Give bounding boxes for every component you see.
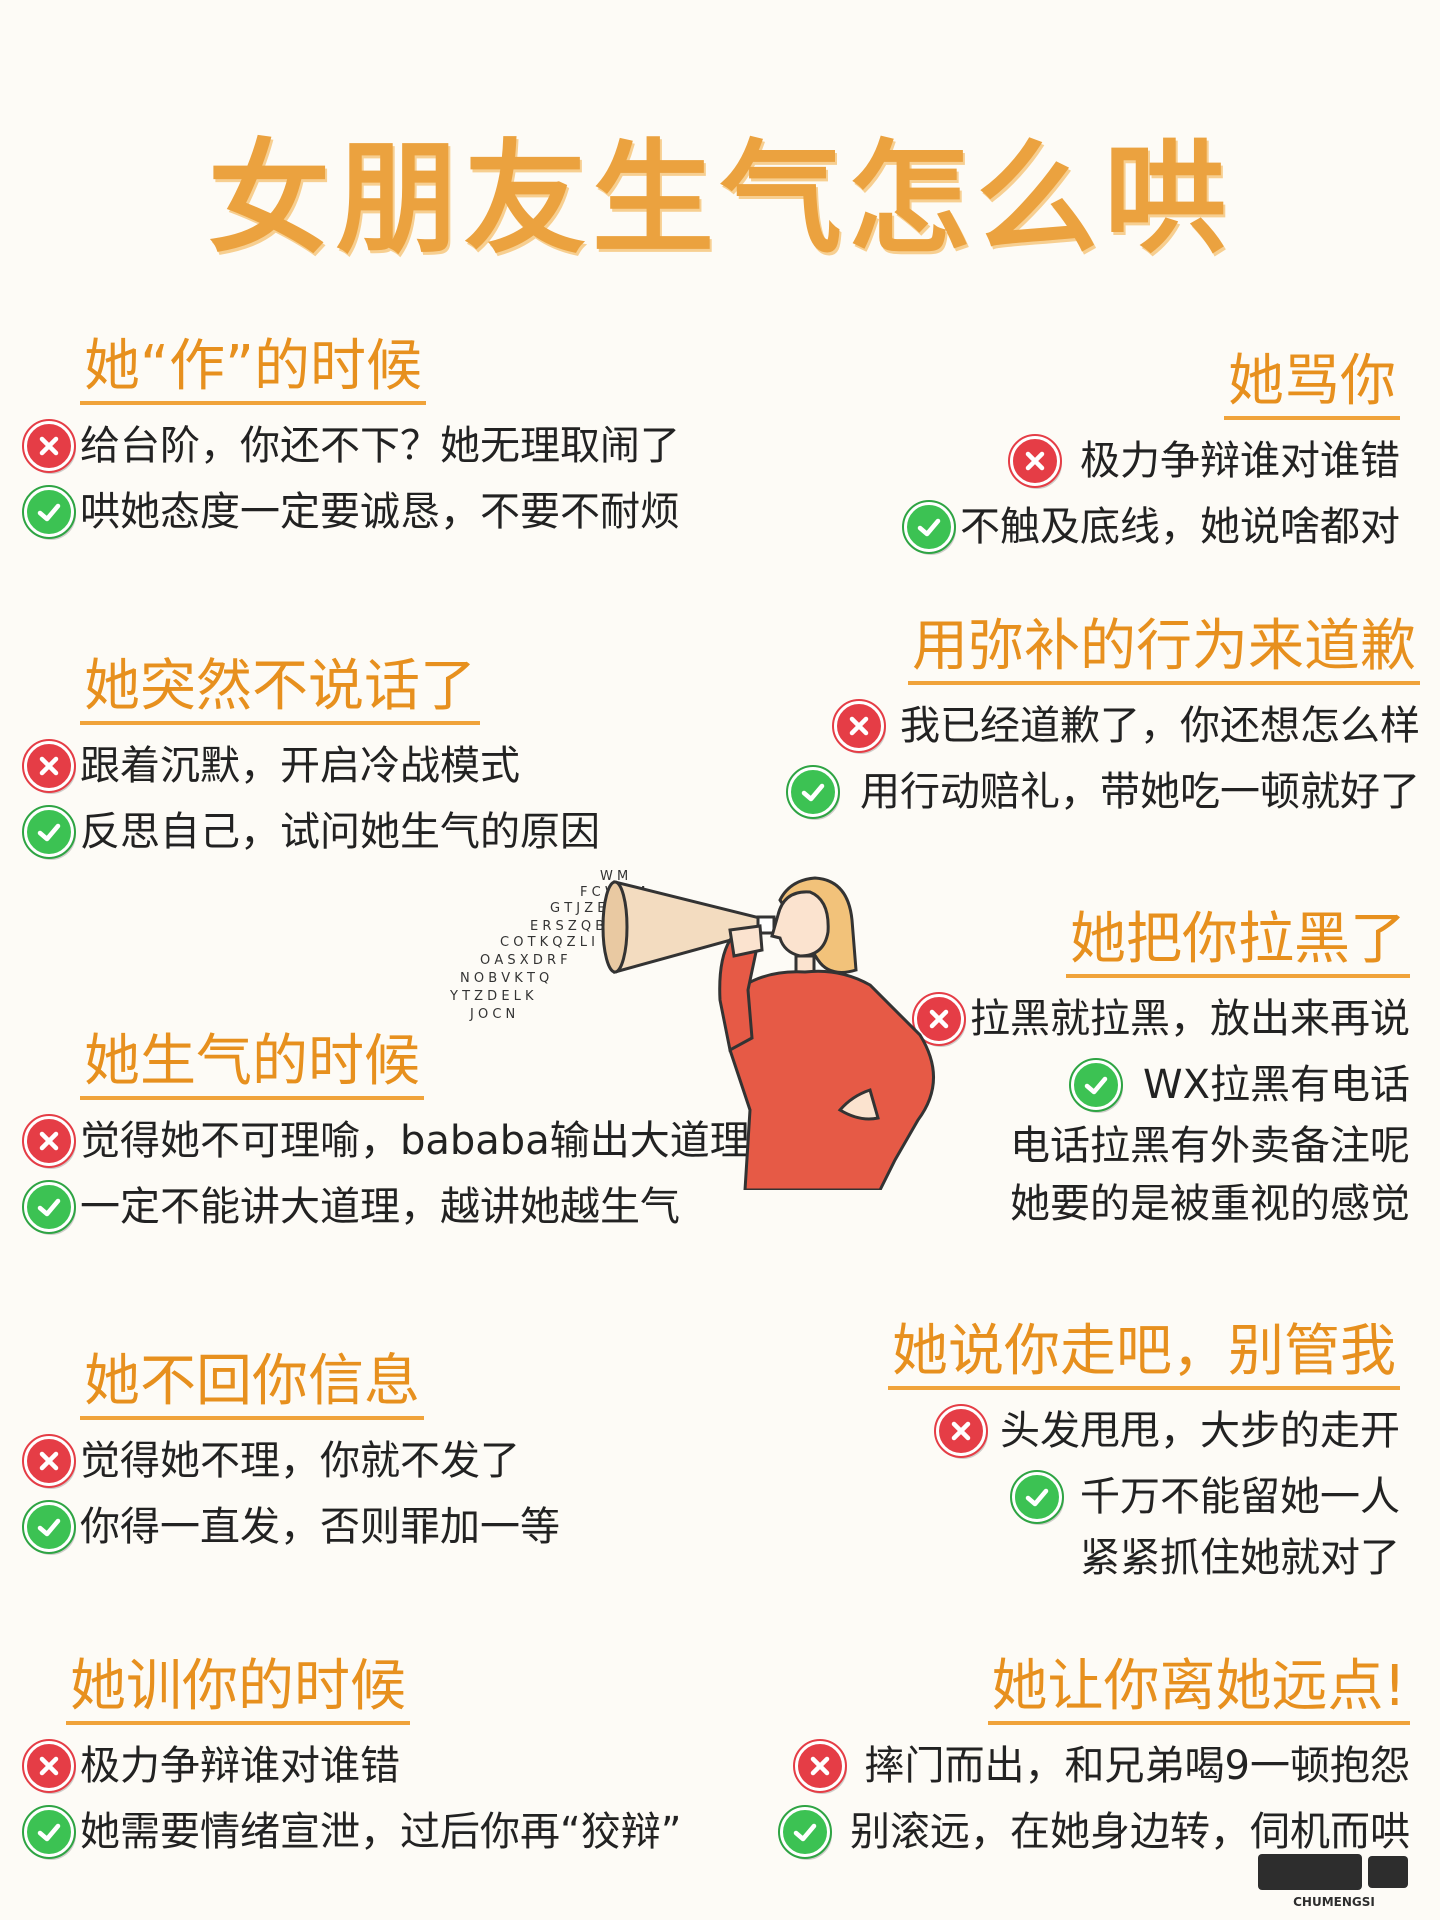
check-circle-icon xyxy=(1069,1058,1124,1113)
section-heading: 她骂你 xyxy=(1224,349,1400,421)
tip-wrong: 极力争辩谁对谁错 xyxy=(904,434,1400,489)
woman-megaphone-illustration: W MF C W S MG T J Z E N M E R S Z Q B YC… xyxy=(449,869,935,1190)
section-heading: 她突然不说话了 xyxy=(80,654,480,726)
section-xun-ni: 她训你的时候 极力争辩谁对谁错 她需要情绪宣泄，过后你再“狡辩” xyxy=(22,1654,681,1860)
svg-text:C O T K Q Z L I: C O T K Q Z L I xyxy=(500,935,595,950)
section-heading: 她说你走吧，别管我 xyxy=(888,1319,1400,1391)
section-heading: 用弥补的行为来道歉 xyxy=(908,614,1420,686)
tip-right: 用行动赔礼，带她吃一顿就好了 xyxy=(786,765,1420,820)
cross-circle-icon xyxy=(832,699,886,754)
watermark-logo: CHUMENGSI xyxy=(1258,1854,1408,1909)
cross-circle-icon xyxy=(22,419,76,474)
tip-right: 她需要情绪宣泄，过后你再“狡辩” xyxy=(22,1805,681,1860)
tip-wrong: 跟着沉默，开启冷战模式 xyxy=(22,739,600,794)
svg-text:Y T Z D E L K: Y T Z D E L K xyxy=(449,989,534,1004)
svg-text:W M: W M xyxy=(600,869,628,884)
check-circle-icon xyxy=(1010,1470,1064,1525)
woman xyxy=(718,876,935,1190)
check-circle-icon xyxy=(902,500,956,555)
cross-circle-icon xyxy=(22,1739,76,1794)
section-shengqi: 她生气的时候 觉得她不可理喻，bababa输出大道理 一定不能讲大道理，越讲她越… xyxy=(22,1029,750,1235)
check-circle-icon xyxy=(22,805,76,860)
section-heading: 她让你离她远点! xyxy=(987,1654,1410,1726)
tip-right: WX拉黑有电话 xyxy=(914,1058,1410,1113)
check-circle-icon xyxy=(22,485,76,540)
tip-right: 千万不能留她一人 xyxy=(888,1470,1400,1525)
check-circle-icon xyxy=(22,1180,76,1235)
tip-right: 不触及底线，她说啥都对 xyxy=(902,500,1400,555)
cross-circle-icon xyxy=(934,1404,988,1459)
cross-circle-icon xyxy=(792,1739,847,1794)
cross-circle-icon xyxy=(22,1114,76,1169)
page-title: 女朋友生气怎么哄 xyxy=(208,128,1232,270)
tip-right: 反思自己，试问她生气的原因 xyxy=(22,805,600,860)
section-heading: 她生气的时候 xyxy=(80,1029,424,1101)
svg-text:E R S Z Q B Y: E R S Z Q B Y xyxy=(530,919,616,934)
tip-wrong: 拉黑就拉黑，放出来再说 xyxy=(912,992,1410,1047)
svg-text:J O C N: J O C N xyxy=(469,1007,515,1022)
tip-wrong: 摔门而出，和兄弟喝9一顿抱怨 xyxy=(780,1739,1410,1794)
check-circle-icon xyxy=(22,1500,76,1555)
section-ma-ni: 她骂你 极力争辩谁对谁错 不触及底线，她说啥都对 xyxy=(902,349,1400,555)
section-heading: 她不回你信息 xyxy=(80,1349,424,1421)
section-zou-ba: 她说你走吧，别管我 头发甩甩，大步的走开 千万不能留她一人 紧紧抓住她就对了 xyxy=(888,1319,1400,1582)
tip-wrong: 觉得她不理，你就不发了 xyxy=(22,1434,560,1489)
tip-note: 电话拉黑有外卖备注呢 xyxy=(1010,1123,1410,1170)
tip-right: 一定不能讲大道理，越讲她越生气 xyxy=(22,1180,750,1235)
svg-text:O A S X D R F: O A S X D R F xyxy=(480,953,568,968)
svg-text:N O B V K T Q: N O B V K T Q xyxy=(460,971,549,986)
section-heading: 她训你的时候 xyxy=(66,1654,410,1726)
tip-wrong: 我已经道歉了，你还想怎么样 xyxy=(788,699,1420,754)
check-circle-icon xyxy=(22,1805,76,1860)
section-bu-shuohua: 她突然不说话了 跟着沉默，开启冷战模式 反思自己，试问她生气的原因 xyxy=(22,654,600,860)
tip-right: 哄她态度一定要诚恳，不要不耐烦 xyxy=(22,485,680,540)
tip-wrong: 极力争辩谁对谁错 xyxy=(22,1739,681,1794)
tip-right: 你得一直发，否则罪加一等 xyxy=(22,1500,560,1555)
tip-note: 紧紧抓住她就对了 xyxy=(1080,1535,1400,1582)
tip-note: 她要的是被重视的感觉 xyxy=(1010,1181,1410,1228)
section-lahei: 她把你拉黑了 拉黑就拉黑，放出来再说 WX拉黑有电话 电话拉黑有外卖备注呢 她要… xyxy=(912,907,1410,1228)
tip-wrong: 头发甩甩，大步的走开 xyxy=(888,1404,1400,1459)
cross-circle-icon xyxy=(1008,434,1062,489)
section-heading: 她把你拉黑了 xyxy=(1066,907,1410,979)
section-mibu: 用弥补的行为来道歉 我已经道歉了，你还想怎么样 用行动赔礼，带她吃一顿就好了 xyxy=(786,614,1420,820)
svg-text:CHUMENGSI: CHUMENGSI xyxy=(1293,1895,1375,1909)
tip-wrong: 给台阶，你还不下？她无理取闹了 xyxy=(22,419,680,474)
cross-circle-icon xyxy=(22,1434,76,1489)
tip-wrong: 觉得她不可理喻，bababa输出大道理 xyxy=(22,1114,750,1169)
check-circle-icon xyxy=(778,1805,832,1860)
section-yuan-dian: 她让你离她远点! 摔门而出，和兄弟喝9一顿抱怨 别滚远，在她身边转，伺机而哄 xyxy=(778,1654,1410,1860)
section-heading: 她“作”的时候 xyxy=(80,334,427,406)
check-circle-icon xyxy=(786,765,840,820)
section-zuo: 她“作”的时候 给台阶，你还不下？她无理取闹了 哄她态度一定要诚恳，不要不耐烦 xyxy=(22,334,680,540)
cross-circle-icon xyxy=(22,739,76,794)
tip-right: 别滚远，在她身边转，伺机而哄 xyxy=(778,1805,1410,1860)
section-bu-hui-xinxi: 她不回你信息 觉得她不理，你就不发了 你得一直发，否则罪加一等 xyxy=(22,1349,560,1555)
